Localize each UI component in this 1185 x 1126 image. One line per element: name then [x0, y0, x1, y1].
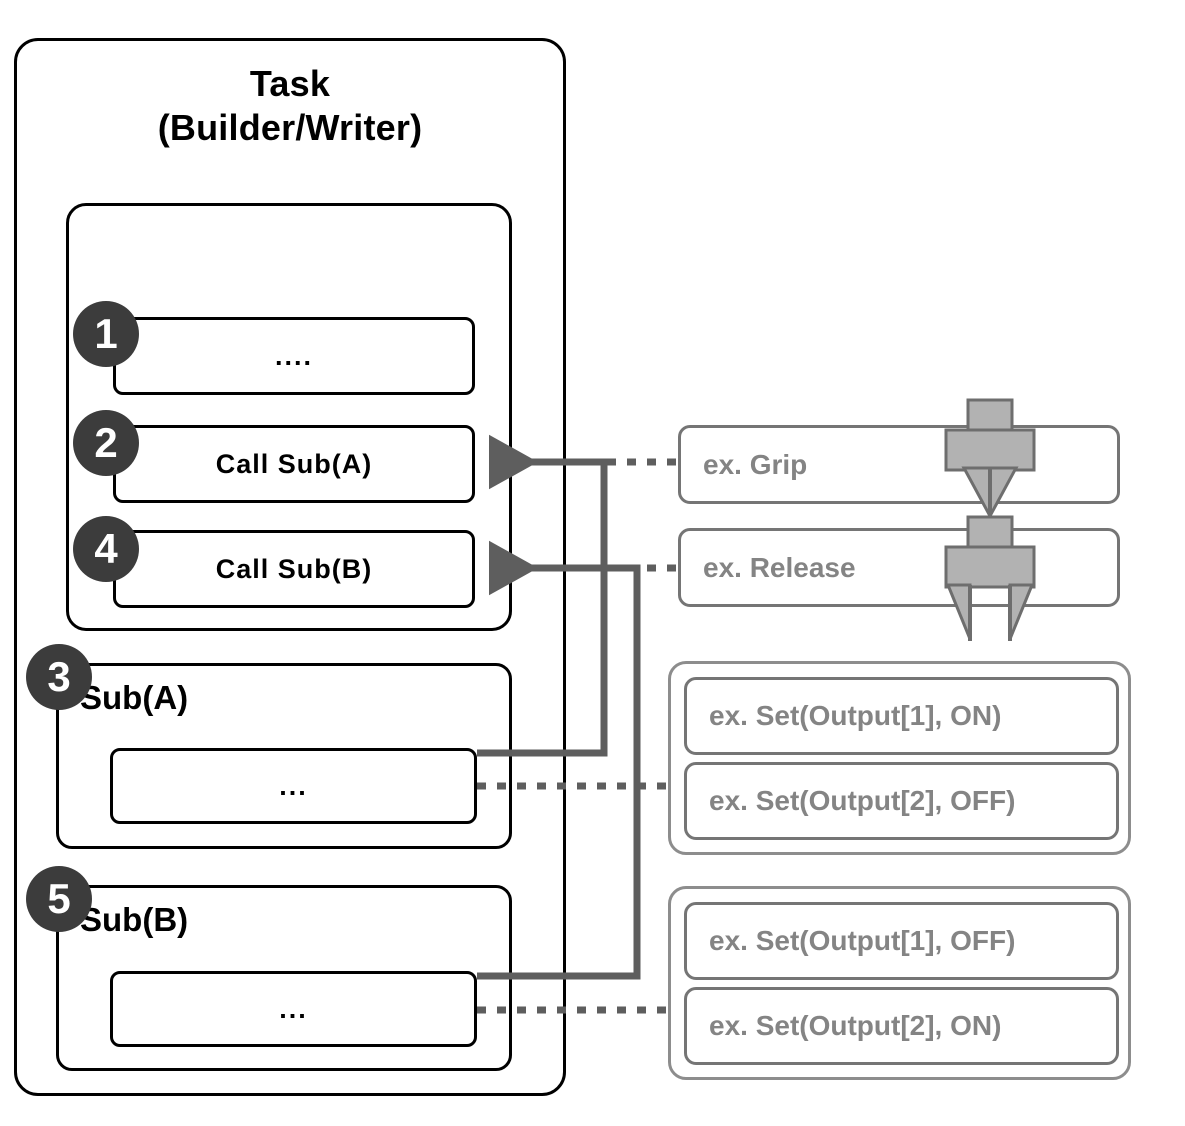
example-box-output-1-on-label: ex. Set(Output[1], ON) — [709, 700, 1002, 731]
sub-b-block-label: Sub(B) — [80, 901, 189, 938]
example-box-output-2-on[interactable]: ex. Set(Output[2], ON) — [684, 987, 1119, 1065]
main-statement-1-text: .... — [274, 340, 313, 371]
example-box-grip-label: ex. Grip — [703, 448, 808, 480]
example-box-release[interactable]: ex. Release — [678, 528, 1120, 607]
sub-a-body-text: ... — [279, 770, 308, 801]
example-box-output-2-off-label: ex. Set(Output[2], OFF) — [709, 785, 1016, 816]
step-badge-1-number: 1 — [94, 310, 118, 357]
main-statement-call-sub-b-text: Call Sub(B) — [215, 553, 373, 584]
example-box-output-1-on[interactable]: ex. Set(Output[1], ON) — [684, 677, 1119, 755]
example-box-release-label: ex. Release — [703, 551, 856, 583]
step-badge-3: 3 — [26, 644, 92, 710]
sub-b-body-statement[interactable]: ... — [110, 971, 477, 1047]
step-badge-2-number: 2 — [94, 419, 118, 466]
task-title-line-1: Task — [249, 63, 331, 104]
example-box-output-1-off-label: ex. Set(Output[1], OFF) — [709, 925, 1016, 956]
sub-a-body-statement[interactable]: ... — [110, 748, 477, 824]
main-statement-call-sub-a-text: Call Sub(A) — [215, 448, 373, 479]
step-badge-5: 5 — [26, 866, 92, 932]
main-statement-call-sub-a[interactable]: Call Sub(A) — [113, 425, 475, 503]
step-badge-1: 1 — [73, 301, 139, 367]
example-box-grip[interactable]: ex. Grip — [678, 425, 1120, 504]
gripper-open-icon — [924, 515, 1054, 643]
example-box-output-2-off[interactable]: ex. Set(Output[2], OFF) — [684, 762, 1119, 840]
example-box-output-2-on-label: ex. Set(Output[2], ON) — [709, 1010, 1002, 1041]
main-statement-call-sub-b[interactable]: Call Sub(B) — [113, 530, 475, 608]
step-badge-2: 2 — [73, 410, 139, 476]
main-statement-1[interactable]: .... — [113, 317, 475, 395]
example-box-output-1-off[interactable]: ex. Set(Output[1], OFF) — [684, 902, 1119, 980]
step-badge-3-number: 3 — [47, 653, 71, 700]
task-title-line-2: (Builder/Writer) — [157, 106, 423, 148]
step-badge-4-number: 4 — [94, 525, 118, 572]
task-panel-title: Task (Builder/Writer) — [34, 62, 546, 150]
gripper-closed-icon — [924, 398, 1054, 523]
step-badge-4: 4 — [73, 516, 139, 582]
sub-a-block-label: Sub(A) — [80, 679, 189, 716]
step-badge-5-number: 5 — [47, 875, 71, 922]
sub-b-body-text: ... — [279, 993, 308, 1024]
